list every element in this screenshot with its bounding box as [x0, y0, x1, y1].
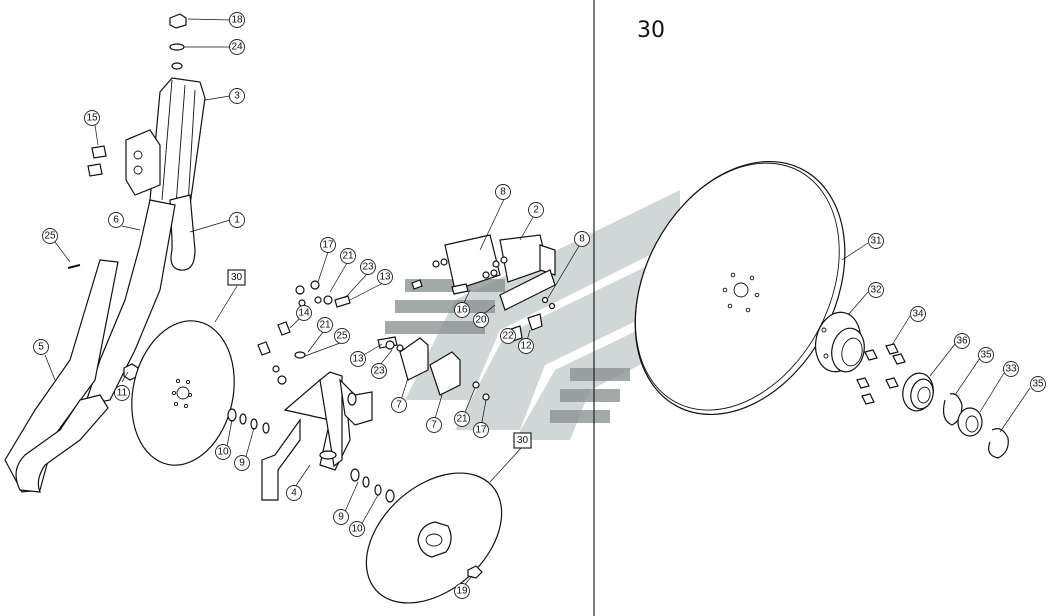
callout-19: 19 [454, 583, 470, 599]
callout-label: 20 [475, 315, 487, 326]
callout-25-mid: 25 [334, 328, 350, 344]
callout-label: 24 [231, 42, 243, 53]
callout-13-mid: 13 [350, 351, 366, 367]
callout-label: 30 [517, 435, 529, 446]
callout-label: 36 [956, 336, 968, 347]
callout-label: 14 [298, 308, 310, 319]
callout-label: 12 [520, 341, 532, 352]
callout-label: 34 [912, 309, 924, 320]
callout-18: 18 [229, 12, 245, 28]
callout-17-low: 17 [473, 422, 489, 438]
callout-label: 1 [234, 215, 240, 226]
callout-label: 13 [379, 272, 391, 283]
callout-7-left: 7 [391, 397, 407, 413]
callout-10-lower: 10 [349, 521, 365, 537]
callout-label: 33 [1005, 364, 1017, 375]
callout-36: 36 [954, 333, 970, 349]
callout-label: 22 [502, 331, 514, 342]
callout-label: 7 [431, 420, 437, 431]
callout-35-bottom: 35 [1030, 376, 1046, 392]
callout-11: 11 [114, 385, 130, 401]
callout-label: 21 [319, 320, 331, 331]
callout-13-top: 13 [377, 269, 393, 285]
callout-4: 4 [286, 485, 302, 501]
detail-30-exploded [634, 160, 1009, 459]
callout-label: 8 [579, 234, 585, 245]
callout-label: 19 [456, 586, 468, 597]
callout-17-top: 17 [320, 237, 336, 253]
callout-15: 15 [84, 110, 100, 126]
callout-label: 5 [38, 342, 44, 353]
shank-assembly [4, 13, 206, 493]
callout-label: 3 [234, 91, 240, 102]
reference-box-30-left: 30 [227, 269, 246, 286]
callout-12: 12 [518, 338, 534, 354]
callout-label: 18 [231, 15, 243, 26]
callout-label: 11 [117, 388, 128, 399]
callout-label: 35 [980, 350, 992, 361]
callout-label: 7 [396, 400, 402, 411]
callout-23-mid: 23 [371, 363, 387, 379]
callout-35-top: 35 [978, 347, 994, 363]
callout-34: 34 [910, 306, 926, 322]
callout-8-right: 8 [574, 231, 590, 247]
callout-25: 25 [42, 228, 58, 244]
disc-blade-right [350, 468, 503, 604]
callout-31: 31 [868, 233, 884, 249]
callout-label: 9 [338, 512, 344, 523]
callout-24: 24 [229, 39, 245, 55]
callout-label: 4 [291, 488, 297, 499]
callout-21-low: 21 [454, 411, 470, 427]
detail-title: 30 [637, 18, 665, 43]
callout-22: 22 [500, 328, 516, 344]
callout-3: 3 [229, 88, 245, 104]
callout-9-lower: 9 [333, 509, 349, 525]
callout-label: 31 [870, 236, 882, 247]
callout-5: 5 [33, 339, 49, 355]
callout-label: 6 [113, 215, 119, 226]
callout-21-top: 21 [340, 248, 356, 264]
callout-label: 9 [239, 458, 245, 469]
reference-box-30-right: 30 [513, 432, 532, 449]
callout-label: 23 [373, 366, 385, 377]
callout-label: 21 [342, 251, 354, 262]
callout-6: 6 [108, 212, 124, 228]
callout-10-left: 10 [215, 444, 231, 460]
callout-label: 8 [500, 187, 506, 198]
disc-arm-bracket [261, 371, 373, 501]
callout-label: 10 [217, 447, 229, 458]
callout-label: 15 [86, 113, 98, 124]
callout-7-right: 7 [426, 417, 442, 433]
callout-label: 25 [44, 231, 56, 242]
callout-label: 32 [870, 285, 882, 296]
callout-14: 14 [296, 305, 312, 321]
callout-label: 16 [456, 305, 468, 316]
callout-32: 32 [868, 282, 884, 298]
callout-label: 2 [533, 205, 539, 216]
disc-blade-left [131, 320, 270, 466]
callout-label: 10 [351, 524, 363, 535]
callout-21-mid: 21 [317, 317, 333, 333]
callout-label: 35 [1032, 379, 1044, 390]
callout-label: 17 [322, 240, 334, 251]
callout-16: 16 [454, 302, 470, 318]
callout-1: 1 [229, 212, 245, 228]
watermark-logo [385, 190, 680, 440]
callout-label: 21 [456, 414, 468, 425]
scraper-brackets [399, 234, 556, 401]
callout-label: 13 [352, 354, 364, 365]
callout-8-top: 8 [495, 184, 511, 200]
callout-label: 30 [231, 272, 243, 283]
callout-label: 25 [336, 331, 348, 342]
callout-20: 20 [473, 312, 489, 328]
callout-label: 23 [362, 262, 374, 273]
leader-lines-right [841, 242, 1031, 433]
callout-23-top: 23 [360, 259, 376, 275]
callout-33: 33 [1003, 361, 1019, 377]
callout-2: 2 [528, 202, 544, 218]
callout-label: 17 [475, 425, 487, 436]
callout-9-left: 9 [234, 455, 250, 471]
